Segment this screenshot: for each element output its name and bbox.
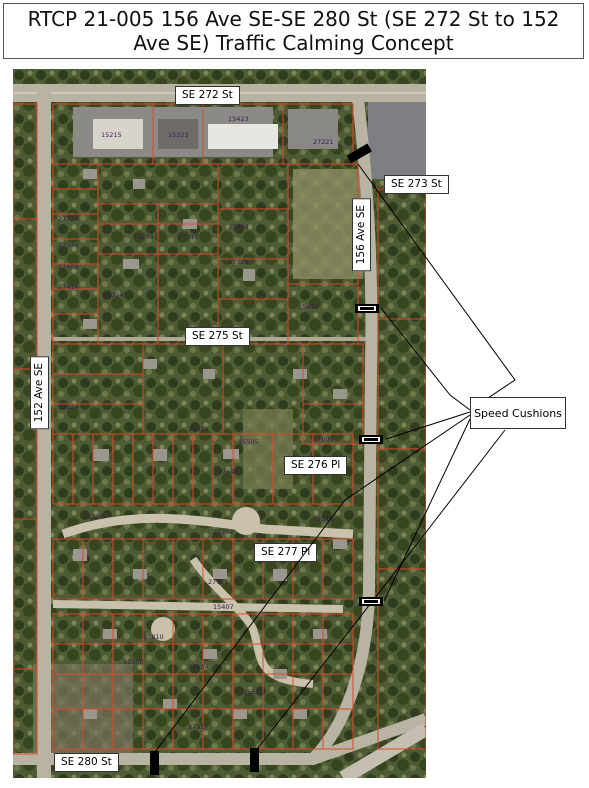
label-152-ave-se: 152 Ave SE: [30, 356, 49, 430]
parcel-number: 27408: [58, 263, 79, 271]
parking-lot-east: [368, 99, 426, 179]
parcel-number: 15224: [103, 291, 124, 299]
parcel-number: 15226: [83, 513, 104, 521]
local-road: [52, 600, 344, 613]
aerial-map[interactable]: 15215 15323 15423 27221 27724 27334 2741…: [13, 69, 426, 778]
label-se-277-pl: SE 277 Pl: [254, 543, 318, 562]
parcel-number: 27702: [213, 528, 234, 536]
label-se-280-st: SE 280 St: [54, 753, 119, 772]
parcel-number: 27524: [58, 403, 79, 411]
parcel-number: 27304: [228, 223, 249, 231]
parcel-number: 15423: [228, 115, 249, 123]
parcel-number: 15437: [298, 303, 319, 311]
label-se-272-st: SE 272 St: [175, 86, 240, 105]
parcel-number: 15521: [243, 688, 264, 696]
cul-de-sac-276: [232, 507, 260, 535]
parcel-number: 27724: [58, 215, 79, 223]
parcel-number: 27606: [313, 435, 334, 443]
parcel-number: 15300: [123, 658, 144, 666]
parcel-number: 15516: [313, 515, 334, 523]
parcel-number: 27334: [58, 241, 79, 249]
label-se-275-st: SE 275 St: [185, 327, 250, 346]
building-15423: [208, 124, 278, 149]
label-se-273-st: SE 273 St: [384, 175, 449, 194]
parcel-number: 15239: [133, 233, 154, 241]
parcel-number: 15407: [213, 603, 234, 611]
field-patch: [243, 409, 293, 489]
parcel-number: 27834: [188, 663, 209, 671]
parcel-number: 27722: [208, 578, 229, 586]
speed-cushions-callout: Speed Cushions: [470, 397, 566, 429]
parcel-number: 27221: [313, 138, 334, 146]
field-patch: [293, 169, 363, 279]
parcel-number: 15215: [101, 131, 122, 139]
parcel-number: 15505: [238, 438, 259, 446]
parcel-number: 27642: [218, 468, 239, 476]
parking-lot: [288, 109, 338, 149]
parcel-number: 15323: [168, 131, 189, 139]
parcel-number: 27315: [178, 233, 199, 241]
parcel-number: 27414: [58, 283, 79, 291]
parcel-number: 27917: [188, 723, 209, 731]
parcel-number: 27329: [228, 258, 249, 266]
parcel-number: 27810: [143, 633, 164, 641]
map-canvas: 15215 15323 15423 27221 27724 27334 2741…: [13, 69, 426, 778]
building-15323: [158, 119, 198, 149]
building-15215: [93, 119, 143, 149]
152-ave-se-road: [37, 89, 51, 778]
map-title: RTCP 21-005 156 Ave SE-SE 280 St (SE 272…: [3, 3, 584, 59]
label-156-ave-se: 156 Ave SE: [352, 198, 371, 272]
label-se-276-pl: SE 276 Pl: [284, 456, 348, 475]
parcel-number: 15415: [188, 425, 209, 433]
